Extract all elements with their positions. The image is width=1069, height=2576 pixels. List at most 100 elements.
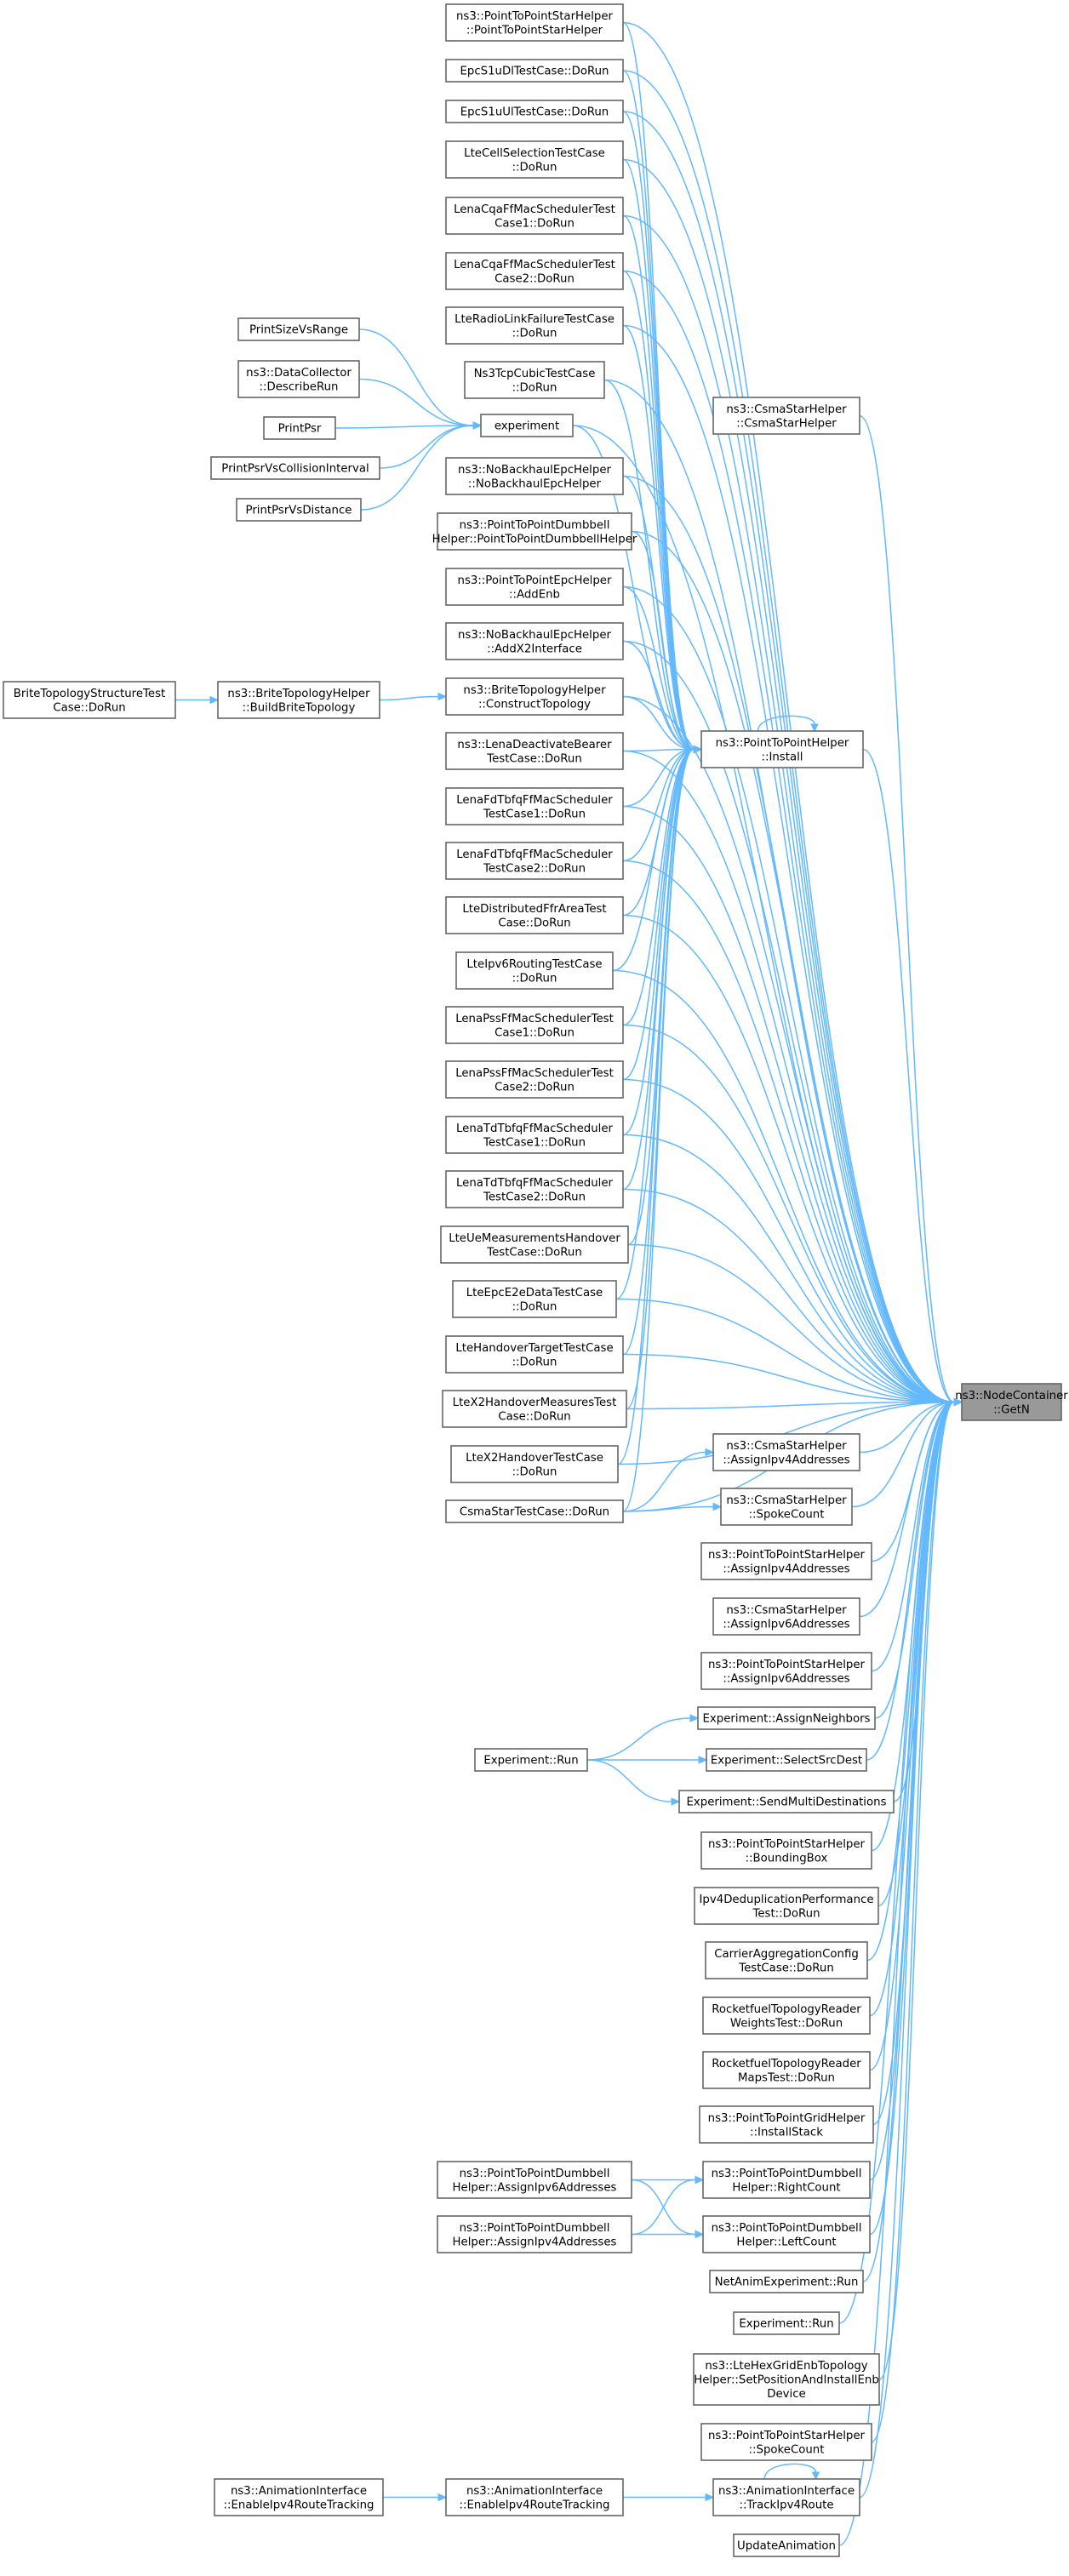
node-gridStack[interactable]: ns3::PointToPointGridHelper::InstallStac…: [699, 2105, 874, 2144]
node-rlf[interactable]: LteRadioLinkFailureTestCase::DoRun: [445, 306, 624, 345]
node-label-ipv4Dedup-1: Test::DoRun: [752, 1907, 820, 1920]
node-box-csmaStarTest: [445, 1499, 624, 1523]
arrowhead-updateAnim-to-focus: [953, 1397, 963, 1407]
node-hoTarget[interactable]: LteHandoverTargetTestCase::DoRun: [445, 1335, 624, 1374]
node-box-experimentRun: [733, 2311, 840, 2335]
node-epcUl[interactable]: EpcS1uUlTestCase::DoRun: [445, 100, 624, 123]
node-constructTopo[interactable]: ns3::BriteTopologyHelper::ConstructTopol…: [445, 677, 624, 716]
node-dbAssign6[interactable]: ns3::PointToPointDumbbellHelper::AssignI…: [437, 2161, 632, 2199]
node-noBhCtor[interactable]: ns3::NoBackhaulEpcHelper::NoBackhaulEpcH…: [445, 457, 624, 495]
node-dumbbellCtor[interactable]: ns3::PointToPointDumbbellHelper::PointTo…: [432, 512, 637, 551]
node-label-dbAssign4-0: ns3::PointToPointDumbbell: [460, 2222, 610, 2235]
node-psrDist[interactable]: PrintPsrVsDistance: [236, 498, 362, 522]
node-csmaAssign4[interactable]: ns3::CsmaStarHelper::AssignIpv4Addresses: [712, 1433, 860, 1471]
node-cellSel[interactable]: LteCellSelectionTestCase::DoRun: [445, 140, 624, 179]
node-label-expRun-0: Experiment::Run: [483, 1755, 578, 1768]
node-p2pStarAssign6[interactable]: ns3::PointToPointStarHelper::AssignIpv6A…: [700, 1652, 872, 1690]
node-label-ueMeas-1: TestCase::DoRun: [486, 1246, 582, 1259]
node-install[interactable]: ns3::PointToPointHelper::Install: [700, 730, 864, 768]
node-box-trackIpv4: [712, 2478, 860, 2516]
node-epcE2e[interactable]: LteEpcE2eDataTestCase::DoRun: [452, 1280, 617, 1318]
node-ipv6Routing[interactable]: LteIpv6RoutingTestCase::DoRun: [455, 951, 614, 990]
edge-deactBearer-to-install: [622, 748, 695, 752]
node-dcDescribe[interactable]: ns3::DataCollector::DescribeRun: [237, 360, 360, 398]
edge-p2pStarCtor-to-focus: [622, 21, 955, 1403]
node-box-dbAssign6: [437, 2161, 632, 2199]
edge-dumbbellCtor-to-install: [631, 530, 695, 751]
node-tcpCubic[interactable]: Ns3TcpCubicTestCase::DoRun: [464, 361, 605, 399]
node-box-dbRight: [702, 2161, 871, 2199]
edge-cqa2-to-install: [622, 270, 695, 751]
node-box-expNeighbors: [697, 1706, 876, 1730]
node-trackIpv4[interactable]: ns3::AnimationInterface::TrackIpv4Route: [712, 2478, 860, 2516]
edge-netAnimRun-to-focus: [862, 1401, 955, 2282]
edge-cqa2-to-focus: [622, 270, 955, 1403]
node-p2pStarCtor[interactable]: ns3::PointToPointStarHelper::PointToPoin…: [445, 3, 624, 42]
node-buildBrite[interactable]: ns3::BriteTopologyHelper::BuildBriteTopo…: [217, 681, 380, 719]
node-p2pStarSpoke[interactable]: ns3::PointToPointStarHelper::SpokeCount: [700, 2423, 872, 2461]
node-box-tdtbfq2: [445, 1170, 624, 1208]
node-experimentRun[interactable]: Experiment::Run: [733, 2311, 840, 2335]
node-psvr[interactable]: PrintSizeVsRange: [237, 317, 360, 341]
node-p2pStarAssign4[interactable]: ns3::PointToPointStarHelper::AssignIpv4A…: [700, 1542, 872, 1580]
node-epcDl[interactable]: EpcS1uDlTestCase::DoRun: [445, 59, 624, 83]
node-label-epcDl-0: EpcS1uDlTestCase::DoRun: [460, 66, 609, 78]
edge-addX2-to-focus: [622, 640, 955, 1403]
node-label-pss1-0: LenaPssFfMacSchedulerTest: [455, 1013, 614, 1025]
node-csmaAssign6[interactable]: ns3::CsmaStarHelper::AssignIpv6Addresses: [712, 1597, 860, 1636]
node-dbRight[interactable]: ns3::PointToPointDumbbellHelper::RightCo…: [702, 2161, 871, 2199]
node-hexGrid[interactable]: ns3::LteHexGridEnbTopologyHelper::SetPos…: [693, 2353, 880, 2406]
node-label-buildBrite-1: ::BuildBriteTopology: [243, 701, 356, 714]
node-csmaStarTest[interactable]: CsmaStarTestCase::DoRun: [445, 1499, 624, 1523]
node-netAnimRun[interactable]: NetAnimExperiment::Run: [709, 2270, 864, 2293]
node-x2Handover[interactable]: LteX2HandoverTestCase::DoRun: [450, 1445, 619, 1483]
node-psrColl[interactable]: PrintPsrVsCollisionInterval: [210, 456, 380, 480]
node-expRun[interactable]: Experiment::Run: [474, 1748, 588, 1772]
node-label-ipv6Routing-1: ::DoRun: [512, 972, 557, 985]
node-expMulti[interactable]: Experiment::SendMultiDestinations: [678, 1790, 895, 1813]
node-box-enableRouteOuter: [214, 2478, 384, 2516]
node-rfWeights[interactable]: RocketfuelTopologyReaderWeightsTest::DoR…: [702, 1996, 871, 2035]
node-addEnb[interactable]: ns3::PointToPointEpcHelper::AddEnb: [445, 568, 624, 606]
node-box-rlf: [445, 306, 624, 345]
node-label-csmaAssign4-0: ns3::CsmaStarHelper: [726, 1440, 847, 1453]
node-csmaSpoke[interactable]: ns3::CsmaStarHelper::SpokeCount: [720, 1488, 853, 1526]
node-updateAnim[interactable]: UpdateAnimation: [733, 2533, 840, 2557]
node-label-tdtbfq2-1: TestCase2::DoRun: [483, 1191, 586, 1203]
node-box-epcUl: [445, 100, 624, 123]
node-dbLeft[interactable]: ns3::PointToPointDumbbellHelper::LeftCou…: [702, 2215, 871, 2253]
node-csmaStarCtor[interactable]: ns3::CsmaStarHelper::CsmaStarHelper: [712, 397, 860, 435]
node-p2pStarBBox[interactable]: ns3::PointToPointStarHelper::BoundingBox: [700, 1831, 872, 1870]
node-box-buildBrite: [217, 681, 380, 719]
node-label-cellSel-1: ::DoRun: [512, 161, 557, 174]
edge-epcDl-to-install: [622, 70, 695, 751]
node-addX2[interactable]: ns3::NoBackhaulEpcHelper::AddX2Interface: [445, 622, 624, 660]
node-label-p2pStarCtor-1: ::PointToPointStarHelper: [466, 24, 603, 37]
node-enableRoute[interactable]: ns3::AnimationInterface::EnableIpv4Route…: [445, 2478, 624, 2516]
node-experiment[interactable]: experiment: [480, 414, 574, 437]
node-dbAssign4[interactable]: ns3::PointToPointDumbbellHelper::AssignI…: [437, 2215, 632, 2253]
node-psr[interactable]: PrintPsr: [263, 416, 336, 440]
node-expNeighbors[interactable]: Experiment::AssignNeighbors: [697, 1706, 876, 1730]
node-box-tcpCubic: [464, 361, 605, 399]
edge-fdtbfq2-to-focus: [622, 860, 955, 1403]
node-enableRouteOuter[interactable]: ns3::AnimationInterface::EnableIpv4Route…: [214, 2478, 384, 2516]
node-layer: ns3::NodeContainer::GetNns3::PointToPoin…: [3, 3, 1068, 2557]
node-expSrcDest[interactable]: Experiment::SelectSrcDest: [706, 1748, 867, 1772]
